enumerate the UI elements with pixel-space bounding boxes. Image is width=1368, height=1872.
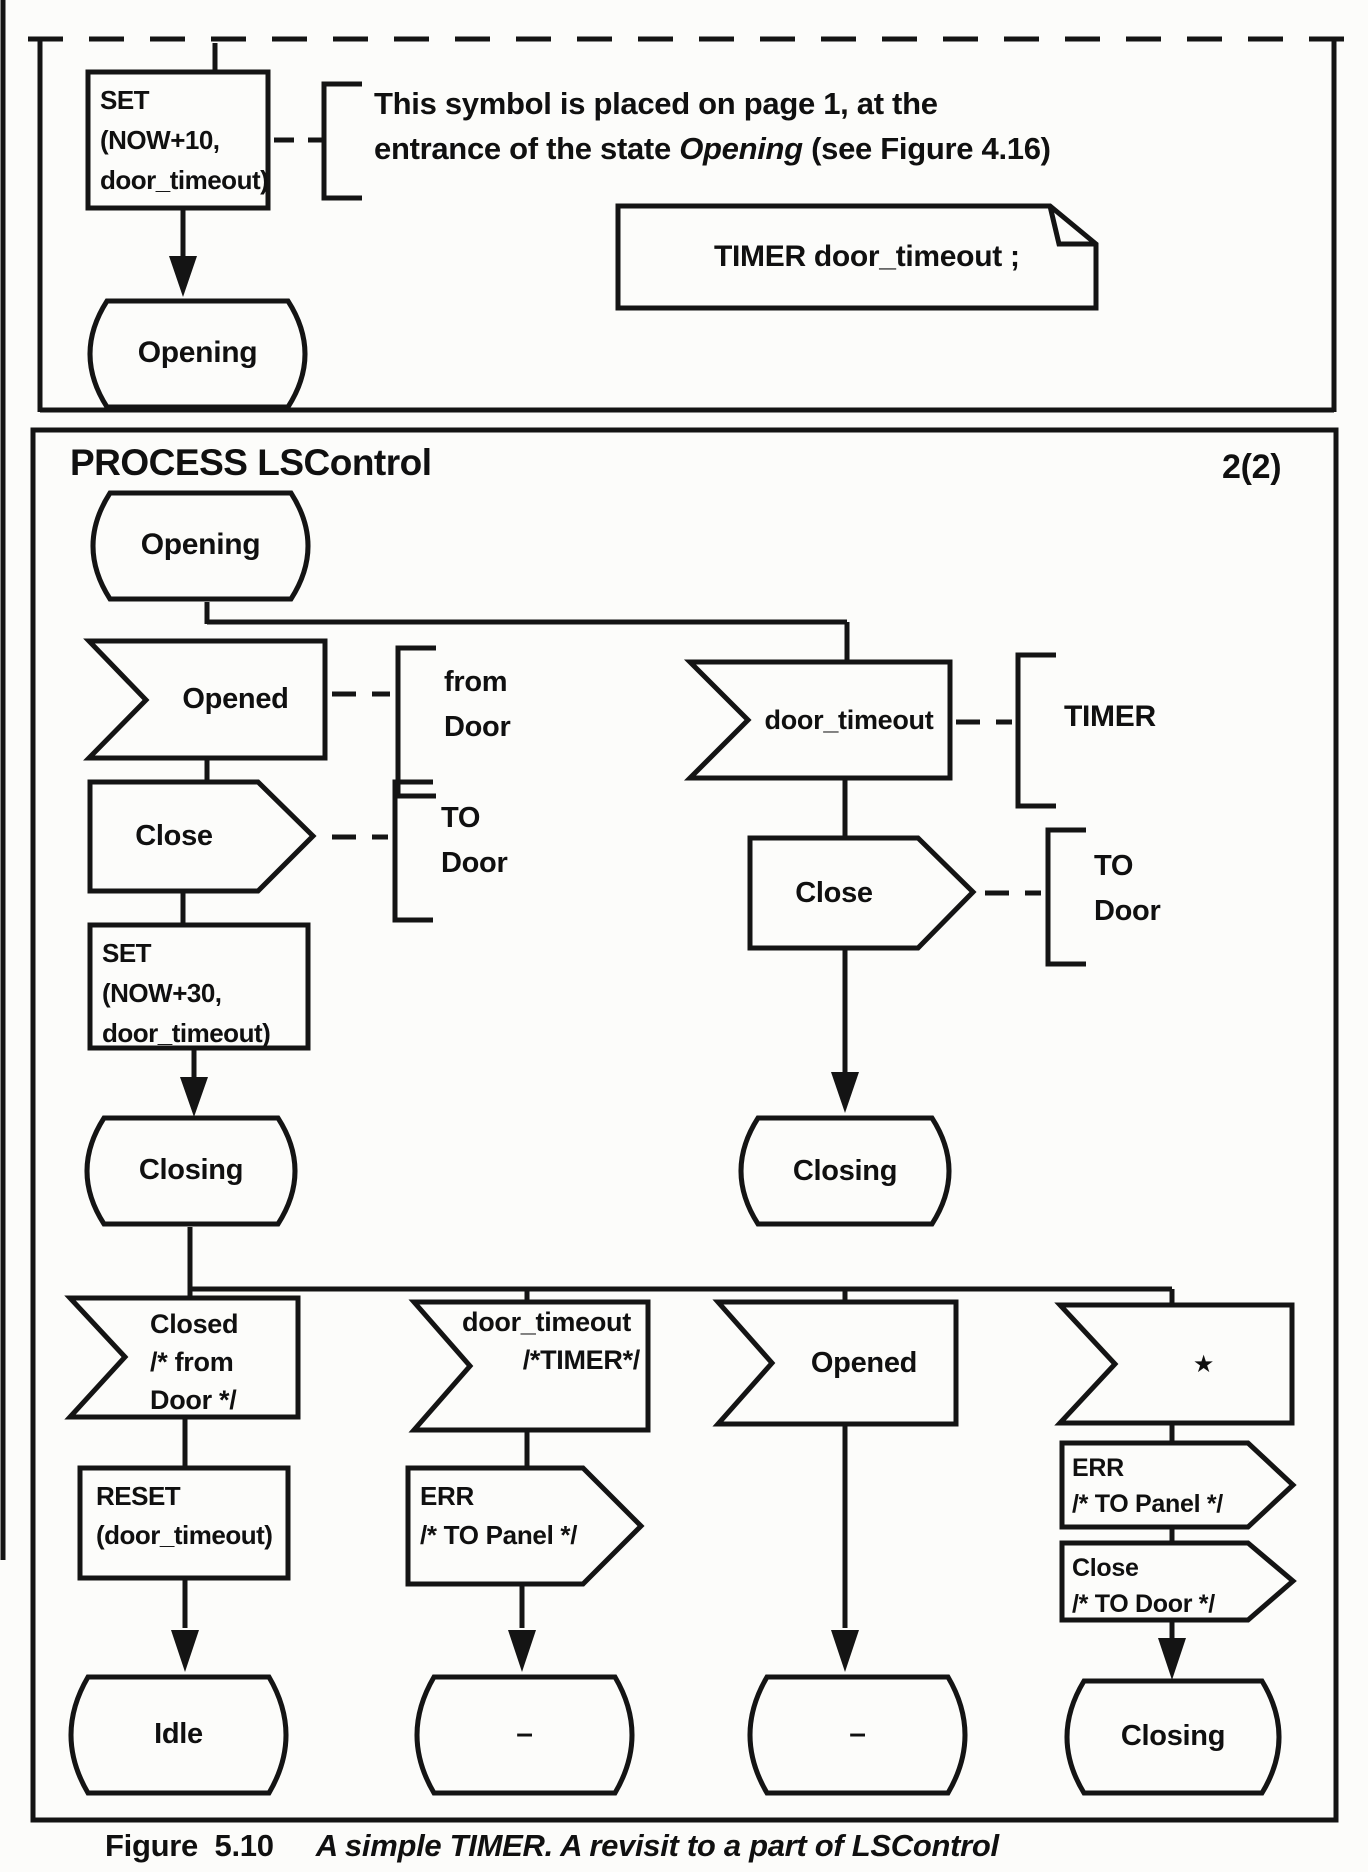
figure-caption-text: A simple TIMER. A revisit to a part of L… <box>315 1828 999 1863</box>
arrowhead <box>180 1077 208 1117</box>
task-reset-label: RESET (door_timeout) <box>96 1481 273 1550</box>
input-door-timeout-label: door_timeout <box>764 704 934 735</box>
input-door-timeout-shape <box>683 659 953 781</box>
figure-caption: Figure 5.10 A simple TIMER. A revisit to … <box>105 1828 999 1864</box>
output-close-right-label: Close <box>795 876 873 909</box>
input-opened2-label: Opened <box>810 1346 918 1379</box>
output-close-door-label: Close /* TO Door */ <box>1072 1554 1215 1618</box>
comment-bracket <box>1015 652 1056 809</box>
state-opening2-shape <box>90 490 311 602</box>
arrowhead <box>171 1630 199 1672</box>
task-set-now30-shape <box>87 922 311 1051</box>
comment-text-post: (see Figure 4.16) <box>802 131 1051 166</box>
input-any-signal-shape <box>1054 1302 1295 1426</box>
comment-bracket <box>321 81 362 201</box>
state-closing-bottom-shape <box>1064 1678 1282 1796</box>
output-close-left-shape <box>87 779 317 894</box>
comment-bracket <box>1045 827 1086 967</box>
state-idle-label: Idle <box>154 1717 203 1750</box>
input-door-timeout2-label-line1: door_timeout <box>462 1307 631 1337</box>
output-close-door-shape <box>1059 1540 1297 1623</box>
input-door-timeout2-shape <box>408 1299 651 1433</box>
arrowhead <box>1158 1638 1186 1680</box>
input-closed-label: Closed /* from Door */ <box>150 1309 239 1415</box>
timer-declaration-text: TIMER door_timeout ; <box>714 240 1020 273</box>
output-close-right-shape <box>747 835 977 951</box>
comment-text-line1: This symbol is placed on page 1, at the <box>374 86 938 121</box>
task-set-now10-label: SET (NOW+10, door_timeout) <box>100 85 269 195</box>
state-closing-right-label: Closing <box>792 1154 898 1187</box>
input-opened-label: Opened <box>182 683 289 715</box>
output-err-panel2-shape <box>1059 1440 1297 1530</box>
page-number: 2(2) <box>1222 448 1282 486</box>
comment-text-line2: entrance of the state Opening (see Figur… <box>374 131 1051 167</box>
text-symbol-fold-corner <box>1047 205 1096 247</box>
comment-bracket <box>392 779 433 923</box>
output-err-panel-label: ERR /* TO Panel */ <box>420 1481 578 1550</box>
input-door-timeout2-label-line2: /*TIMER*/ <box>522 1345 641 1375</box>
state-dash2-label: – <box>849 1717 866 1750</box>
comment-text-italic: Opening <box>679 131 803 166</box>
comment-to-door-right-text: TO Door <box>1094 850 1161 927</box>
state-opening1-shape <box>87 298 308 410</box>
output-close-left-label: Close <box>135 820 213 852</box>
comment-timer-text: TIMER <box>1064 700 1156 733</box>
frame2-border <box>30 427 1339 1823</box>
output-err-panel-shape <box>405 1465 645 1587</box>
state-dash1-shape <box>414 1674 635 1796</box>
comment-bracket <box>395 645 436 799</box>
input-opened2-shape <box>712 1299 959 1427</box>
comment-to-door-left-text: TO Door <box>441 802 508 879</box>
comment-text-pre: entrance of the state <box>374 131 680 166</box>
process-title: PROCESS LSControl <box>70 442 432 483</box>
state-closing-bottom-label: Closing <box>1120 1719 1226 1752</box>
state-opening2-label: Opening <box>140 528 261 561</box>
arrowhead <box>831 1072 859 1113</box>
figure-caption-number: Figure 5.10 <box>105 1828 274 1863</box>
arrowhead <box>831 1630 859 1672</box>
state-idle-shape <box>68 1674 289 1796</box>
state-closing-left-label: Closing <box>138 1153 244 1186</box>
state-dash1-label: – <box>516 1717 533 1750</box>
task-set-now30-label: SET (NOW+30, door_timeout) <box>102 938 271 1048</box>
arrowhead <box>508 1630 536 1672</box>
state-dash2-shape <box>747 1674 968 1796</box>
input-any-signal-label: ★ <box>1192 1350 1215 1378</box>
text-symbol-shape <box>615 203 1099 311</box>
state-closing-right-shape <box>738 1115 952 1227</box>
task-set-now10-shape <box>85 69 271 211</box>
state-opening1-label: Opening <box>137 336 258 369</box>
arrowhead <box>169 256 197 297</box>
state-closing-left-shape <box>84 1115 298 1227</box>
comment-from-door-text: from Door <box>444 666 511 743</box>
output-err-panel2-label: ERR /* TO Panel */ <box>1072 1454 1223 1518</box>
